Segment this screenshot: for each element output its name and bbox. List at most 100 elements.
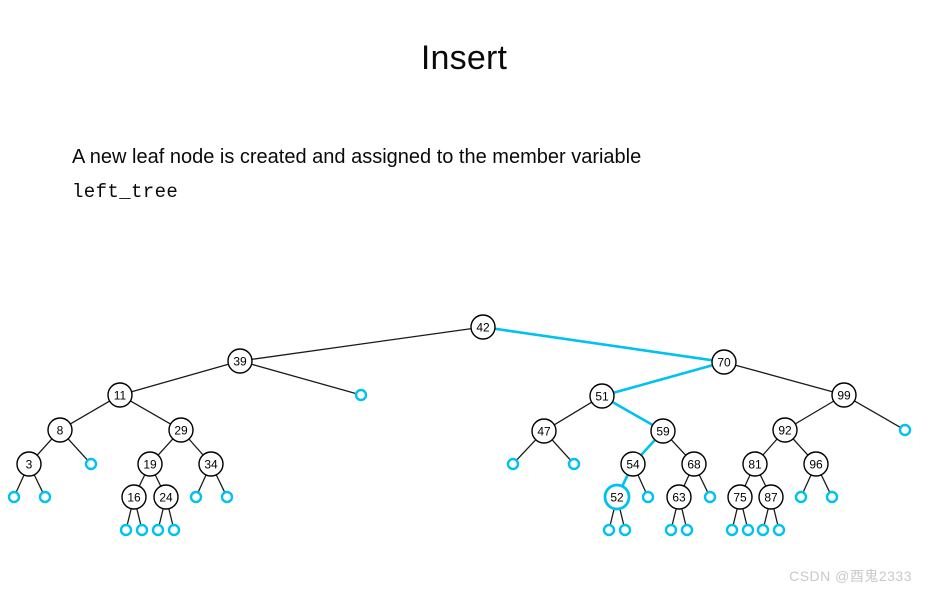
tree-node-label: 8 [57,424,64,438]
tree-edge [792,438,809,456]
tree-edge [197,474,207,493]
tree-node-circle [153,484,179,510]
tree-node: 24 [153,484,179,510]
tree-node-circle [107,382,133,408]
tree-edge [759,474,767,487]
empty-leaf-node [703,490,717,504]
tree-node-label: 29 [174,424,188,438]
tree-node-label: 52 [610,491,624,505]
tree-node: 39 [227,348,253,374]
tree-edge [15,474,25,493]
tree-edge [681,508,687,526]
tree-node-label: 16 [127,491,141,505]
tree-node: 99 [831,382,857,408]
tree-node-circle [758,484,784,510]
empty-leaf-node [567,457,581,471]
tree-node: 63 [666,484,692,510]
tree-node: 68 [681,451,707,477]
tree-node-label: 42 [476,321,490,335]
tree-edge [683,474,690,487]
empty-leaf-node [794,490,808,504]
empty-leaf-node [135,523,149,537]
body-text-line: A new leaf node is created and assigned … [72,146,642,168]
empty-leaf-node [772,523,786,537]
csdn-watermark: CSDN @酉鬼2333 [789,568,912,584]
tree-node-label: 24 [159,491,173,505]
tree-node: 8 [47,417,73,443]
member-variable-name: left_tree [72,181,179,203]
tree-edge [763,508,769,526]
tree-edge-highlight [611,400,654,427]
tree-edge [637,474,647,493]
tree-node-circle [121,484,147,510]
tree-edge [154,474,162,487]
tree-node-label: 68 [687,458,701,472]
tree-edge [70,400,110,425]
tree-node-circle [47,417,73,443]
tree-edge [744,474,751,487]
tree-node: 59 [650,418,676,444]
tree-edge-highlight [494,327,713,362]
tree-node-label: 75 [733,491,747,505]
tree-node-circle [227,348,253,374]
tree-node-label: 11 [114,389,127,403]
empty-leaf-node [167,523,181,537]
tree-edge-layer [15,327,901,526]
tree-node: 3 [16,451,42,477]
empty-leaf-node [119,523,133,537]
tree-edge [157,438,174,456]
tree-node-label: 54 [626,458,640,472]
empty-leaf-node [7,490,21,504]
tree-edge [67,438,88,461]
empty-leaf-node [602,523,616,537]
tree-edge [188,438,204,456]
tree-node: 19 [137,451,163,477]
tree-node: 54 [620,451,646,477]
tree-node-circle [198,451,224,477]
tree-edge [168,508,174,526]
tree-node-inserted: 52 [603,483,631,511]
tree-edge [609,508,615,526]
empty-leaf-node [354,388,368,402]
tree-node: 29 [168,417,194,443]
tree-edge [516,439,537,461]
tree-edge [138,474,146,487]
tree-edge [130,400,171,425]
tree-edge [698,474,709,493]
tree-edge [251,328,472,360]
tree-edge-highlight [640,438,656,457]
empty-leaf-node [189,490,203,504]
tree-edge-highlight [612,364,714,394]
tree-node-label: 34 [204,458,218,472]
tree-edge [735,364,833,393]
tree-node-circle [727,484,753,510]
tree-node: 34 [198,451,224,477]
tree-edge [795,400,834,425]
tree-node-circle [742,451,768,477]
tree-node-circle [589,383,615,409]
tree-node-circle [772,417,798,443]
tree-node: 51 [589,383,615,409]
empty-leaf-node [506,457,520,471]
tree-empty-leaf-layer [7,388,912,537]
tree-node: 70 [711,349,737,375]
tree-edge [251,363,357,395]
tree-node: 42 [470,314,496,340]
tree-node-circle [531,418,557,444]
tree-node-label: 59 [656,425,670,439]
empty-leaf-node [825,490,839,504]
tree-edge [136,508,142,526]
empty-leaf-node [641,490,655,504]
tree-edge [820,474,831,493]
tree-node-label: 92 [778,424,792,438]
tree-edge-highlight [621,473,629,488]
tree-node: 11 [107,382,133,408]
tree-edge [671,508,677,526]
tree-edge [36,438,53,456]
tree-node: 87 [758,484,784,510]
tree-edge [802,474,812,493]
tree-node-circle [666,484,692,510]
tree-edge [670,439,687,456]
